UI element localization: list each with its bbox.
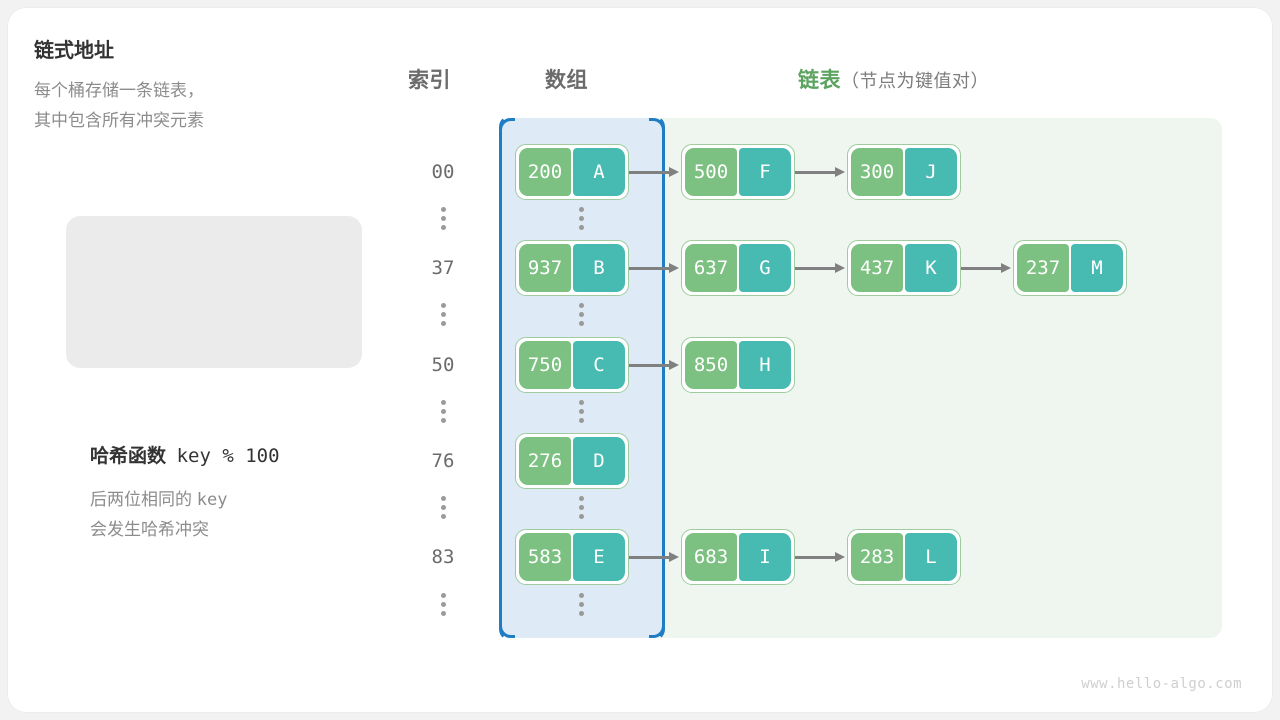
node-value: H — [739, 341, 791, 389]
bucket-index-label: 50 — [431, 354, 455, 376]
array-region-corner-bottom-left — [499, 622, 515, 638]
bucket-index-label: 76 — [431, 450, 455, 472]
array-region-corner-top-left — [499, 118, 515, 134]
node-key: 500 — [685, 148, 737, 196]
node-value: L — [905, 533, 957, 581]
bucket-index-label: 00 — [431, 161, 455, 183]
hash-function-description-line-2: 会发生哈希冲突 — [90, 520, 209, 539]
node-key: 283 — [851, 533, 903, 581]
next-pointer-arrow-icon — [629, 552, 681, 562]
hash-function-description-line-1: 后两位相同的 key — [90, 485, 227, 515]
next-pointer-arrow-icon — [795, 263, 847, 273]
node-key: 637 — [685, 244, 737, 292]
node-key: 300 — [851, 148, 903, 196]
next-pointer-arrow-icon — [629, 167, 681, 177]
info-card-description-line-2: 其中包含所有冲突元素 — [34, 111, 204, 130]
index-column-ellipsis-icon — [440, 303, 446, 326]
info-card-title: 链式地址 — [34, 40, 114, 62]
hash-function-title: 哈希函数 key % 100 — [90, 441, 280, 468]
info-card-description: 每个桶存储一条链表， 其中包含所有冲突元素 — [34, 76, 204, 136]
node-key: 850 — [685, 341, 737, 389]
node-key: 437 — [851, 244, 903, 292]
column-header-array: 数组 — [545, 69, 588, 92]
index-column-ellipsis-icon — [440, 496, 446, 519]
array-region-corner-bottom-right — [649, 622, 665, 638]
hash-function-label: 哈希函数 — [90, 446, 167, 467]
array-column-ellipsis-icon — [578, 303, 584, 326]
info-card — [66, 216, 362, 368]
node-key: 200 — [519, 148, 571, 196]
array-column-ellipsis-icon — [578, 496, 584, 519]
node-value: I — [739, 533, 791, 581]
node-value: J — [905, 148, 957, 196]
node-value: C — [573, 341, 625, 389]
watermark: www.hello-algo.com — [1081, 676, 1242, 692]
next-pointer-arrow-icon — [961, 263, 1013, 273]
next-pointer-arrow-icon — [629, 360, 681, 370]
column-header-linked-list: 链表（节点为键值对） — [798, 64, 989, 94]
node-key: 237 — [1017, 244, 1069, 292]
node-value: A — [573, 148, 625, 196]
hash-desc-key-token: key — [196, 490, 228, 510]
index-column-ellipsis-icon — [440, 593, 446, 616]
node-value: B — [573, 244, 625, 292]
node-key: 683 — [685, 533, 737, 581]
index-column-ellipsis-icon — [440, 207, 446, 230]
node-value: F — [739, 148, 791, 196]
node-value: K — [905, 244, 957, 292]
node-value: G — [739, 244, 791, 292]
index-column-ellipsis-icon — [440, 400, 446, 423]
next-pointer-arrow-icon — [629, 263, 681, 273]
bucket-index-label: 83 — [431, 546, 455, 568]
bucket-index-label: 37 — [431, 257, 455, 279]
node-key: 750 — [519, 341, 571, 389]
array-column-ellipsis-icon — [578, 400, 584, 423]
node-key: 276 — [519, 437, 571, 485]
next-pointer-arrow-icon — [795, 552, 847, 562]
column-header-index: 索引 — [408, 69, 451, 92]
hash-desc-text-a: 后两位相同的 — [90, 490, 192, 509]
node-value: D — [573, 437, 625, 485]
hash-function-expression: key % 100 — [176, 445, 280, 467]
hash-function-description: 后两位相同的 key 会发生哈希冲突 — [90, 485, 227, 545]
array-region-corner-top-right — [649, 118, 665, 134]
info-card-description-line-1: 每个桶存储一条链表， — [34, 81, 204, 100]
node-key: 937 — [519, 244, 571, 292]
column-header-linked-list-sub: （节点为键值对） — [841, 71, 989, 91]
array-column-ellipsis-icon — [578, 207, 584, 230]
next-pointer-arrow-icon — [795, 167, 847, 177]
node-value: E — [573, 533, 625, 581]
column-header-linked-list-main: 链表 — [798, 69, 841, 92]
node-value: M — [1071, 244, 1123, 292]
node-key: 583 — [519, 533, 571, 581]
array-column-ellipsis-icon — [578, 593, 584, 616]
